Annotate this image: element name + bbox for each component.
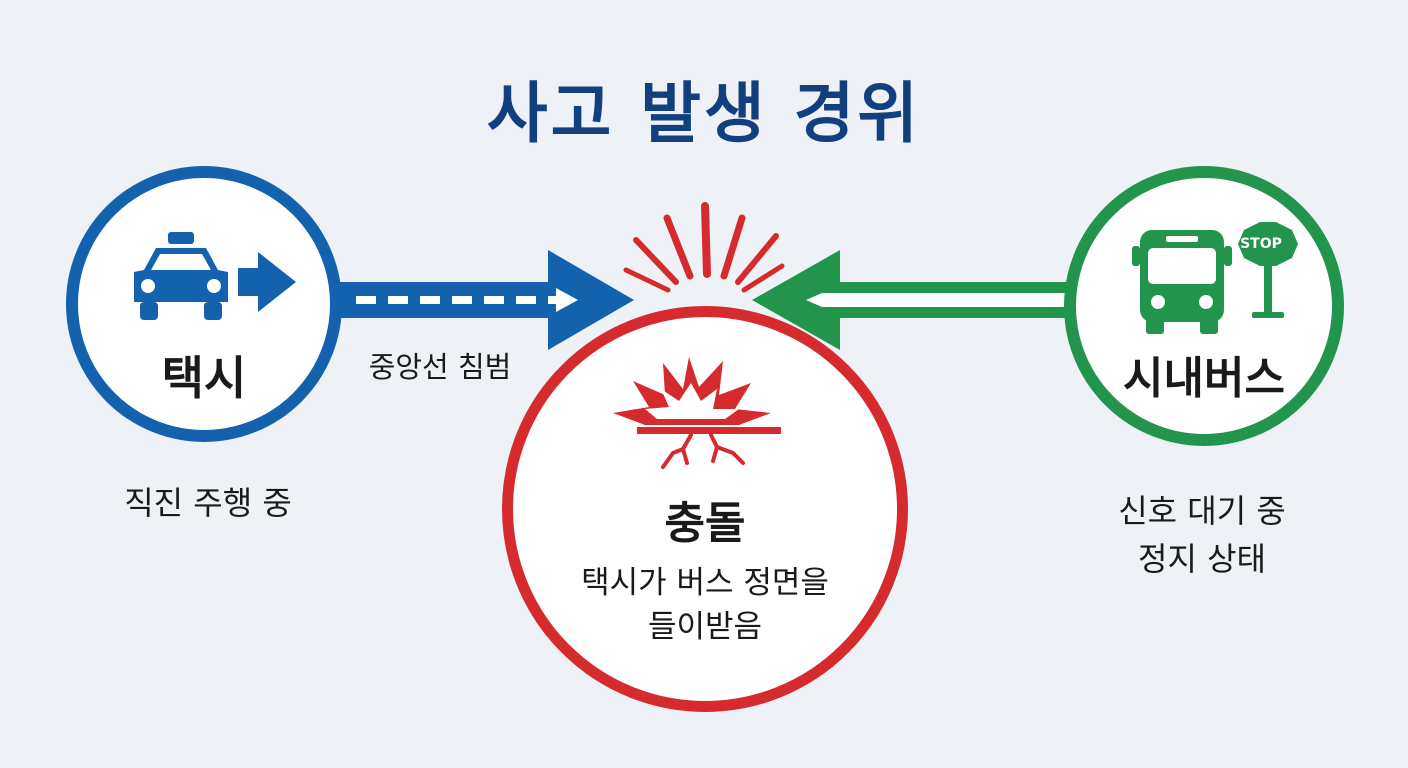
taxi-flow-arrow: [340, 250, 634, 350]
collision-label: 충돌: [664, 498, 746, 549]
crack-icon: [661, 433, 745, 469]
bus-icon: [1132, 230, 1232, 334]
taxi-status: 직진 주행 중: [124, 484, 292, 522]
bus-node: 시내버스: [1064, 166, 1344, 446]
collision-icon-group: [613, 357, 781, 469]
collision-node: 충돌 택시가 버스 정면을 들이받음: [502, 306, 908, 712]
bus-status-line-1: 신호 대기 중: [1118, 492, 1286, 530]
taxi-node: 택시: [66, 166, 342, 442]
bus-status-line-2: 정지 상태: [1138, 540, 1266, 578]
taxi-icon-group: [134, 232, 296, 320]
bus-label: 시내버스: [1123, 353, 1285, 404]
collision-description-line-1: 택시가 버스 정면을: [581, 565, 829, 601]
taxi-icon: [134, 232, 228, 320]
bus-flow-arrow: [752, 250, 1076, 350]
page-title: 사고 발생 경위: [486, 75, 922, 152]
bus-icon-group: [1132, 222, 1298, 334]
taxi-label: 택시: [161, 351, 247, 405]
lane-violation-label: 중앙선 침범: [368, 350, 512, 384]
impact-rays-icon: [623, 202, 785, 293]
stop-sign-text: STOP: [1240, 236, 1282, 252]
arrow-right-icon: [238, 252, 296, 312]
stop-sign-icon: [1238, 222, 1298, 318]
collision-description-line-2: 들이받음: [647, 609, 763, 645]
impact-burst-icon: [613, 357, 781, 434]
